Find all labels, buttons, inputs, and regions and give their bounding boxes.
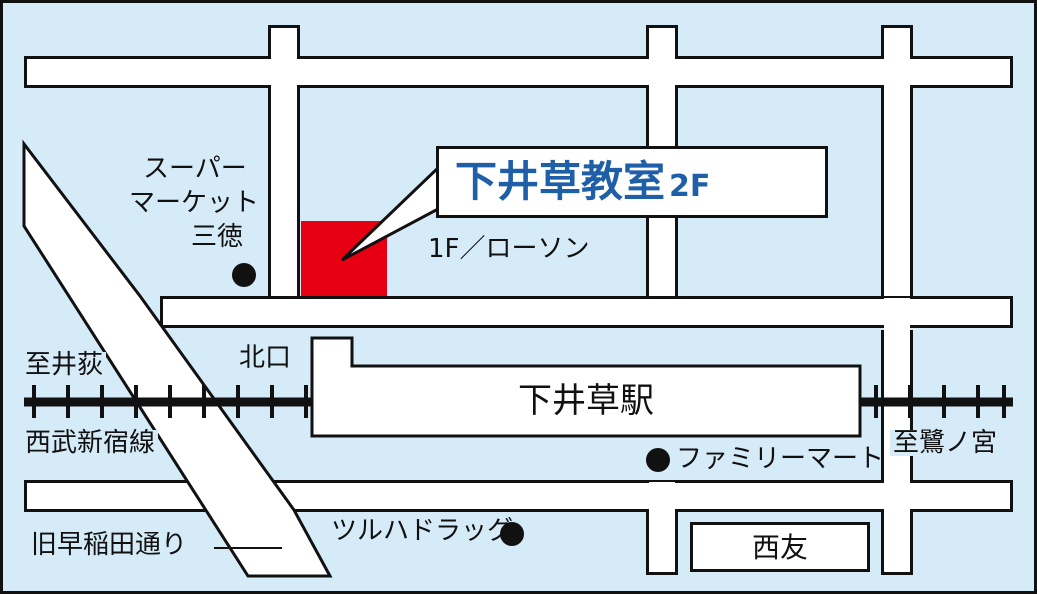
north-exit-label: 北口	[236, 345, 295, 371]
familymart-label: ファミリーマート	[676, 444, 885, 474]
railway-line-label: 西武新宿線	[22, 430, 159, 456]
building-floor-note: 1F／ローソン	[428, 234, 590, 264]
direction-east-label: 至鷺ノ宮	[890, 430, 1001, 456]
road-fills	[27, 28, 1010, 572]
destination-floor: 2F	[669, 169, 711, 204]
supermarket-label-line2: マーケット	[126, 190, 263, 216]
station-building	[310, 336, 862, 438]
seiyu-building: 西友	[690, 522, 870, 572]
supermarket-label-line1: スーパー	[140, 156, 250, 182]
destination-name: 下井草教室	[455, 157, 666, 206]
drugstore-label: ツルハドラッグ	[328, 518, 517, 544]
diagonal-road	[22, 139, 333, 578]
familymart-marker	[646, 448, 670, 472]
direction-west-label: 至井荻	[22, 352, 107, 378]
railway-track	[24, 385, 1013, 418]
supermarket-marker	[232, 263, 256, 287]
seiyu-label: 西友	[751, 531, 808, 564]
road-name-label: 旧早稲田通り	[28, 532, 191, 558]
station-name: 下井草駅	[518, 381, 654, 421]
supermarket-label-line3: 三徳	[188, 224, 247, 250]
drugstore-marker	[500, 522, 524, 546]
station: 下井草駅	[312, 366, 860, 434]
